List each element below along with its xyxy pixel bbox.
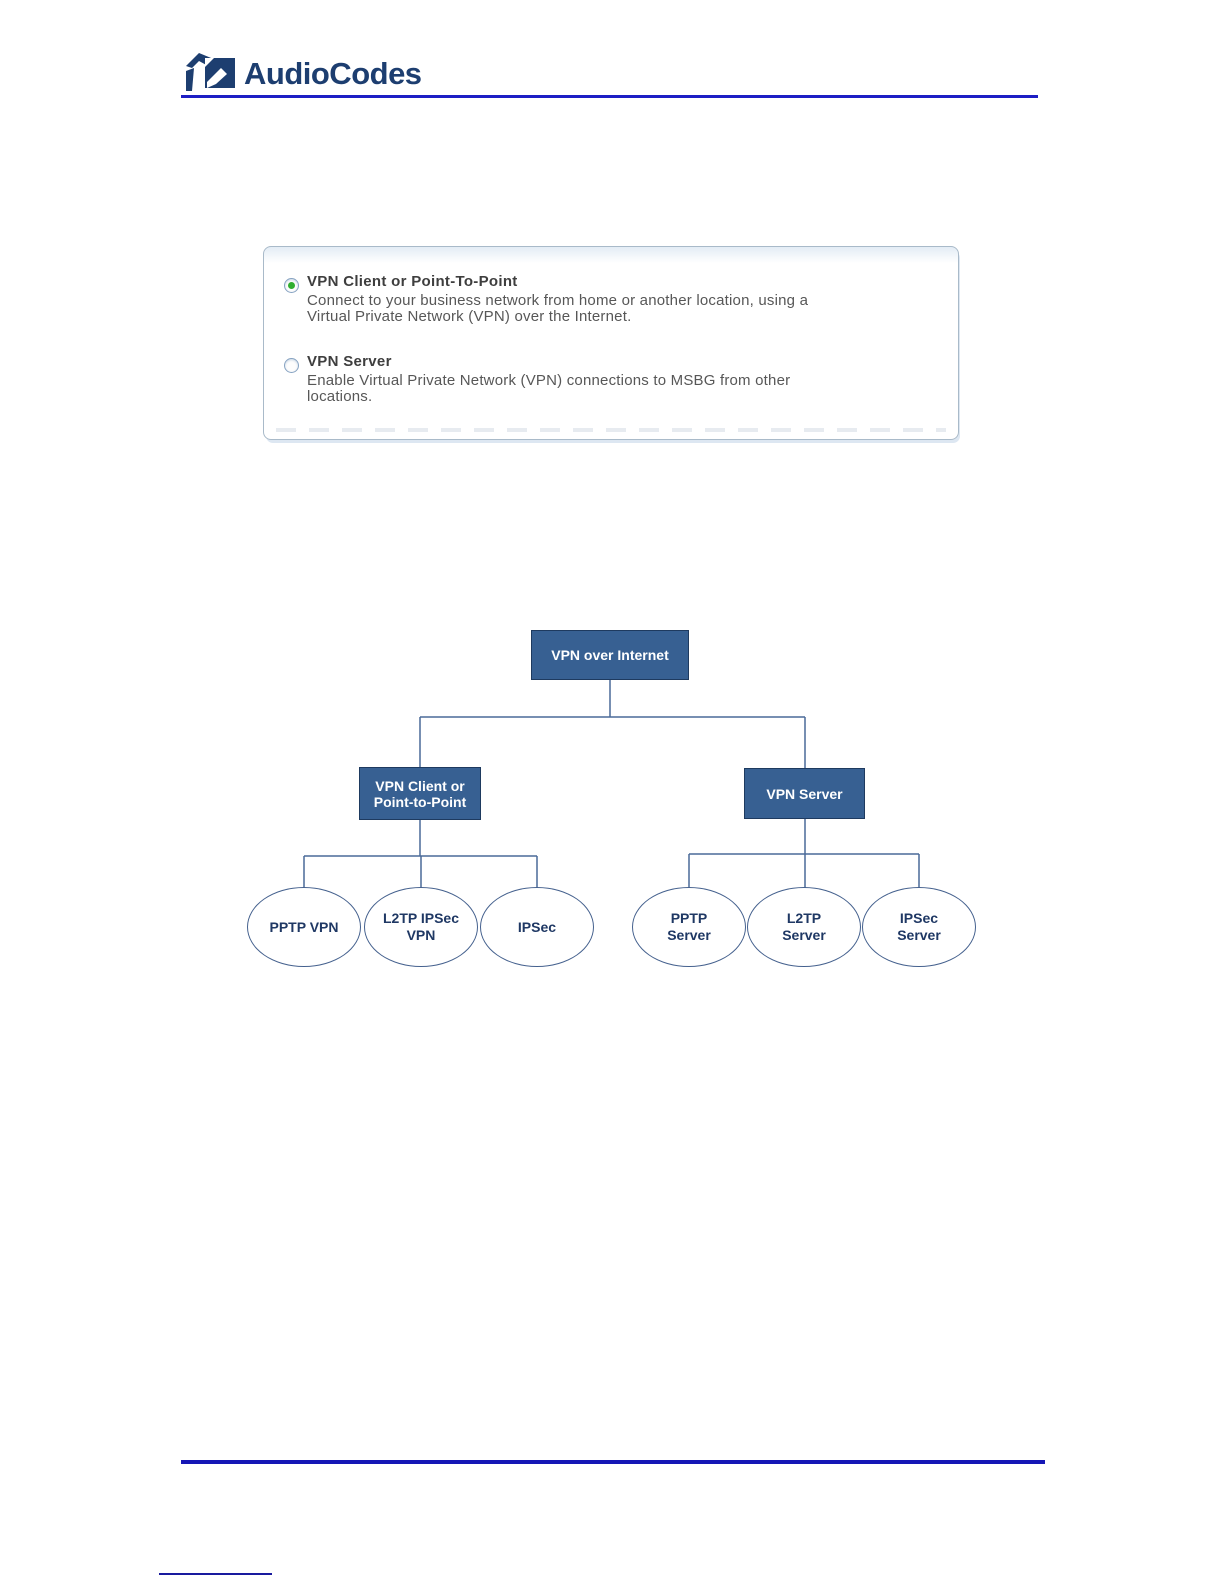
- diagram-leaf-ipsec: IPSec: [480, 887, 594, 967]
- vpn-client-option-description: Connect to your business network from ho…: [307, 292, 809, 325]
- vpn-mode-selection-panel: VPN Client or Point-To-Point Connect to …: [263, 246, 959, 440]
- diagram-leaf-l2tp-server: L2TP Server: [747, 887, 861, 967]
- vpn-server-option-description: Enable Virtual Private Network (VPN) con…: [307, 372, 791, 405]
- diagram-node-vpn-server: VPN Server: [744, 768, 865, 819]
- diagram-leaf-ipsec-server: IPSec Server: [862, 887, 976, 967]
- vpn-client-option-text: VPN Client or Point-To-Point Connect to …: [307, 273, 808, 324]
- vpn-server-option: VPN Server Enable Virtual Private Networ…: [284, 353, 790, 404]
- diagram-leaf-pptp-server: PPTP Server: [632, 887, 746, 967]
- vpn-client-option-title: VPN Client or Point-To-Point: [307, 273, 518, 290]
- brand-wordmark: AudioCodes: [244, 56, 422, 91]
- diagram-leaf-pptp-vpn: PPTP VPN: [247, 887, 361, 967]
- header-divider: [181, 95, 1038, 98]
- diagram-leaf-l2tp-ipsec-vpn: L2TP IPSec VPN: [364, 887, 478, 967]
- vpn-server-option-title: VPN Server: [307, 353, 392, 370]
- audiocodes-logo-icon: [186, 53, 235, 91]
- vpn-server-radio-button[interactable]: [284, 358, 299, 373]
- panel-bottom-texture: [276, 428, 946, 432]
- vpn-client-option: VPN Client or Point-To-Point Connect to …: [284, 273, 808, 324]
- footnote-divider: [159, 1573, 272, 1575]
- diagram-node-vpn-over-internet: VPN over Internet: [531, 630, 689, 680]
- footer-divider: [181, 1460, 1045, 1464]
- diagram-node-vpn-client: VPN Client or Point-to-Point: [359, 767, 481, 820]
- vpn-client-radio-button[interactable]: [284, 278, 299, 293]
- vpn-server-option-text: VPN Server Enable Virtual Private Networ…: [307, 353, 790, 404]
